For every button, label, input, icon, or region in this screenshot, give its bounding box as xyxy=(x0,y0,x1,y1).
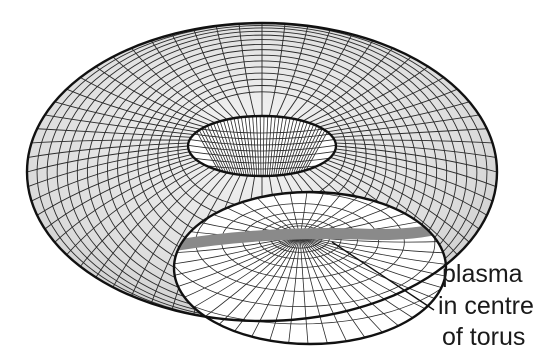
plasma-label: plasma in centre of torus xyxy=(438,260,534,351)
label-line-2: in centre xyxy=(438,292,534,320)
label-line-3: of torus xyxy=(442,323,525,351)
label-line-1: plasma xyxy=(442,260,523,288)
